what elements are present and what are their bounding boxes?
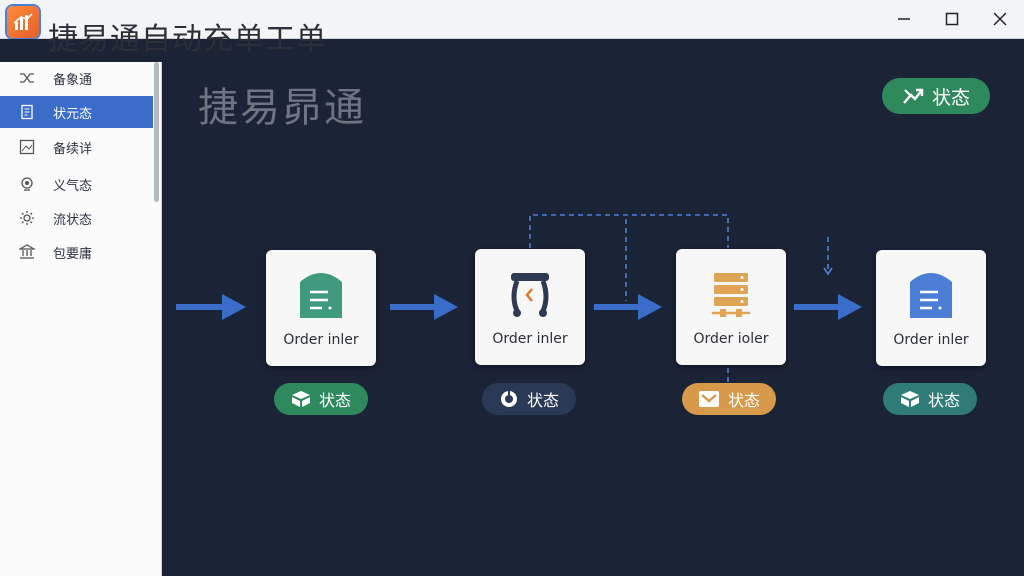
timer-icon [500,390,517,407]
sidebar-item-label: 备象通 [53,72,93,88]
minimize-button[interactable] [886,6,922,32]
box-icon [291,391,310,407]
sidebar-item-2[interactable]: 备续详 [0,131,153,163]
document-folder-icon [296,268,346,322]
sidebar-scrollbar[interactable] [154,62,159,202]
flow-arrow-4 [794,294,862,320]
flow-status-label: 状态 [526,391,559,410]
document-blue-icon [906,268,956,322]
flow-status-label: 状态 [927,391,960,410]
flow-arrow-2 [390,294,458,320]
app-logo-icon [7,6,39,38]
flow-card-1[interactable]: Order inler [266,250,376,366]
flow-arrow-3 [594,294,662,320]
shuffle-icon [19,70,35,86]
sidebar-item-5[interactable]: 包要庸 [0,236,153,268]
flow-status-1[interactable]: 状态 [274,383,368,415]
trend-icon [903,88,924,104]
window-title: 捷易通自动充单工单 [48,22,327,57]
gantry-icon [505,267,555,321]
page-title: 捷易昴通 [198,85,366,131]
sidebar-item-0[interactable]: 备象通 [0,62,153,94]
sidebar-item-4[interactable]: 流状态 [0,202,153,234]
mail-icon [698,391,719,407]
flow-status-2[interactable]: 状态 [482,383,576,415]
maximize-button[interactable] [934,6,970,32]
flow-card-4[interactable]: Order inler [876,250,986,366]
flow-status-label: 状态 [727,391,760,410]
flow-card-label: Order inler [492,331,568,347]
sidebar-item-label: 包要庸 [53,246,93,262]
flow-card-3[interactable]: Order ioler [676,249,786,365]
flow-connectors [176,214,862,383]
box-icon [900,391,919,407]
flow-arrow-1 [176,294,246,320]
flow-card-label: Order ioler [693,331,769,347]
sidebar-item-label: 义气态 [53,178,93,194]
flow-card-label: Order inler [283,332,359,348]
bank-icon [19,244,35,260]
sidebar-item-1[interactable]: 状元态 [0,96,153,128]
flow-status-label: 状态 [318,391,351,410]
minimize-icon [898,18,910,20]
sidebar-item-label: 流状态 [53,212,93,228]
close-icon [993,12,1007,26]
document-icon [19,104,35,120]
gear-icon [19,210,35,226]
chip-icon [19,176,35,192]
close-button[interactable] [982,6,1018,32]
flow-status-3[interactable]: 状态 [682,383,776,415]
flow-status-4[interactable]: 状态 [883,383,977,415]
flow-card-label: Order inler [893,332,969,348]
top-status-badge[interactable]: 状态 [882,78,990,114]
title-bar [0,0,1024,39]
main-content: 捷易昴通 状态 [162,39,1024,576]
sidebar-item-label: 状元态 [53,106,93,122]
maximize-icon [945,12,959,26]
sidebar-item-label: 备续详 [53,141,93,157]
top-status-label: 状态 [931,86,970,109]
image-icon [19,139,35,155]
server-stack-icon [706,267,756,321]
flow-card-2[interactable]: Order inler [475,249,585,365]
sidebar-item-3[interactable]: 义气态 [0,168,153,200]
sidebar: 备象通 状元态 备续详 义气态 流状态 [0,62,162,576]
sidebar-header-gap [0,39,162,62]
dashed-connector [529,214,833,383]
